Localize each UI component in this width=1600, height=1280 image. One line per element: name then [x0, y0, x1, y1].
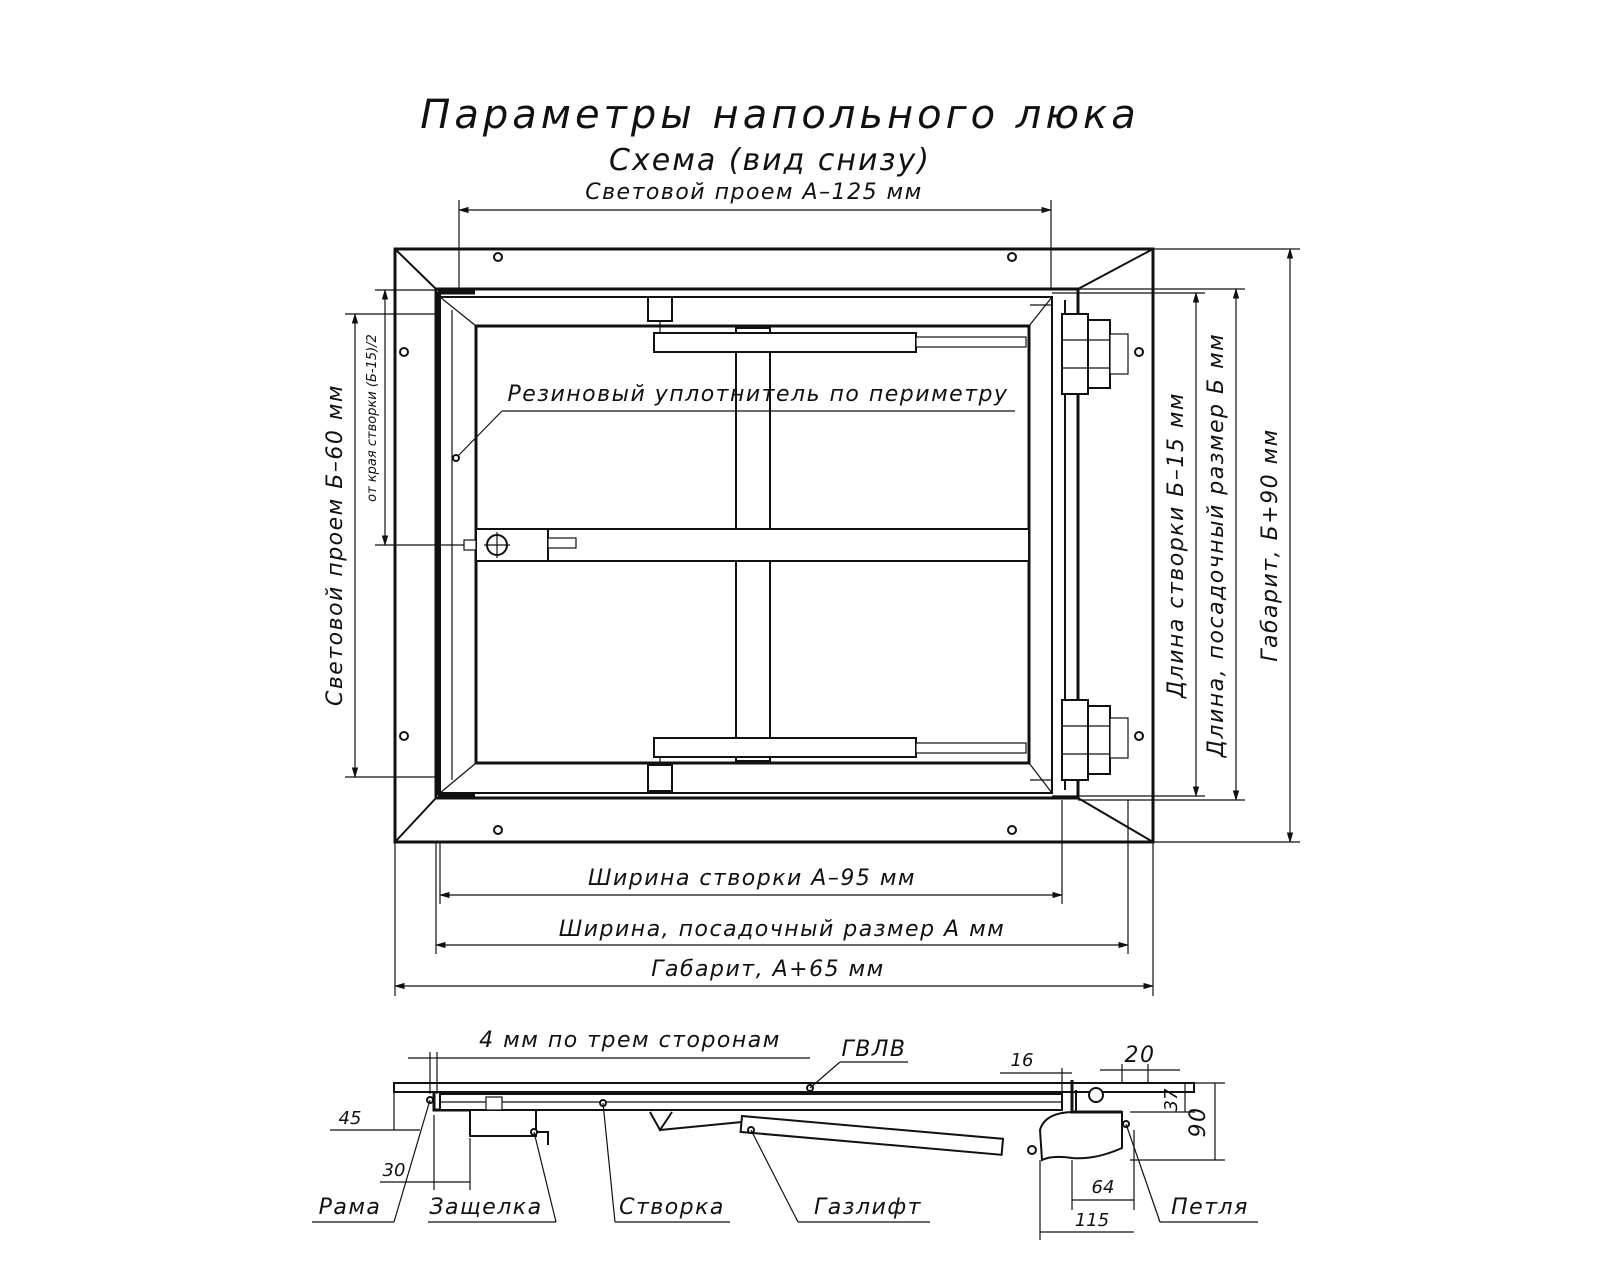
dim-16: 16	[1011, 1050, 1034, 1071]
gvlv-board	[393, 1082, 1195, 1093]
gvlv-label: ГВЛВ	[842, 1037, 907, 1062]
latch-block	[469, 1109, 537, 1137]
mount-hole	[1007, 825, 1017, 835]
dim-37: 37	[1161, 1088, 1182, 1111]
rubber-seal-label: Резиновый уплотнитель по периметру	[507, 382, 1008, 407]
top-view: Резиновый уплотнитель по периметру Свето…	[323, 180, 1300, 996]
mount-hole	[399, 731, 409, 741]
page-title: Параметры напольного люка	[420, 92, 1139, 138]
dim-20: 20	[1125, 1043, 1156, 1068]
dim-overall-b: Габарит, Б+90 мм	[1258, 428, 1283, 662]
dim-length-fit: Длина, посадочный размер Б мм	[1204, 333, 1229, 759]
dim-leaf-width: Ширина створки А–95 мм	[588, 866, 916, 891]
dim-width-fit: Ширина, посадочный размер А мм	[559, 917, 1006, 942]
dim-from-edge: от края створки (Б-15)/2	[365, 334, 380, 502]
hinge-bottom	[1061, 699, 1129, 781]
gaslift-bottom	[653, 737, 917, 758]
mount-hole	[1134, 347, 1144, 357]
dim-light-opening-b: Световой проем Б–60 мм	[323, 384, 348, 706]
dim-leaf-length: Длина створки Б–15 мм	[1164, 392, 1189, 699]
part-label-leaf: Створка	[619, 1195, 725, 1220]
dim-115: 115	[1075, 1210, 1109, 1231]
gaslift-top	[653, 332, 917, 353]
part-label-hinge: Петля	[1171, 1195, 1249, 1220]
hinge-top	[1061, 313, 1129, 395]
dim-90: 90	[1186, 1107, 1211, 1138]
part-label-latch: Защелка	[429, 1195, 542, 1220]
hinge-section	[1038, 1111, 1123, 1162]
dim-light-opening-a: Световой проем А–125 мм	[585, 180, 923, 205]
gaslift-cylinder	[739, 1114, 1005, 1156]
part-label-frame: Рама	[319, 1195, 382, 1220]
dim-45: 45	[339, 1108, 362, 1129]
mount-hole	[493, 825, 503, 835]
part-label-gaslift: Газлифт	[814, 1195, 922, 1220]
gap-note: 4 мм по трем сторонам	[479, 1028, 781, 1053]
mount-hole	[1007, 252, 1017, 262]
dim-overall-a: Габарит, А+65 мм	[651, 957, 885, 982]
section-view: 4 мм по трем сторонам ГВЛВ 45 30 16 20 3…	[312, 1028, 1258, 1240]
gaslift-rod	[659, 1121, 743, 1131]
mount-hole	[399, 347, 409, 357]
mount-hole	[493, 252, 503, 262]
dim-64: 64	[1092, 1177, 1115, 1198]
dim-30: 30	[383, 1160, 406, 1181]
mount-hole	[1134, 731, 1144, 741]
page-subtitle: Схема (вид снизу)	[609, 143, 931, 178]
